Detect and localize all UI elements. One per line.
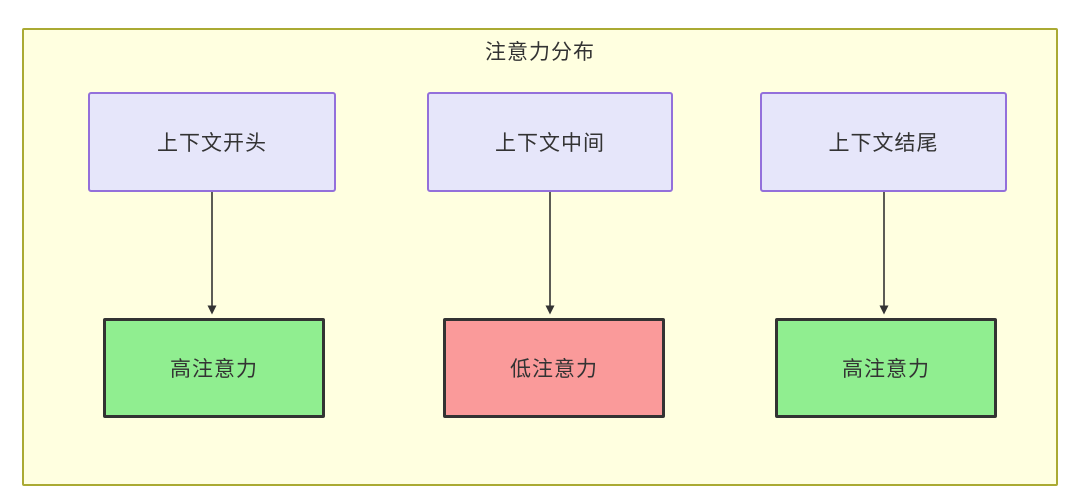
node-high-attention-right-label: 高注意力 (842, 358, 930, 381)
node-context-end-label: 上下文结尾 (828, 132, 939, 155)
node-context-start[interactable]: 上下文开头 (88, 92, 336, 192)
node-high-attention-right[interactable]: 高注意力 (775, 318, 997, 418)
node-context-middle-label: 上下文中间 (495, 132, 605, 155)
node-context-middle[interactable]: 上下文中间 (427, 92, 673, 192)
node-high-attention-left[interactable]: 高注意力 (103, 318, 325, 418)
node-low-attention-label: 低注意力 (510, 358, 598, 381)
node-high-attention-left-label: 高注意力 (170, 358, 258, 381)
node-context-end[interactable]: 上下文结尾 (760, 92, 1007, 192)
subgraph-title: 注意力分布 (485, 41, 595, 64)
node-low-attention[interactable]: 低注意力 (443, 318, 665, 418)
node-context-start-label: 上下文开头 (157, 132, 267, 155)
